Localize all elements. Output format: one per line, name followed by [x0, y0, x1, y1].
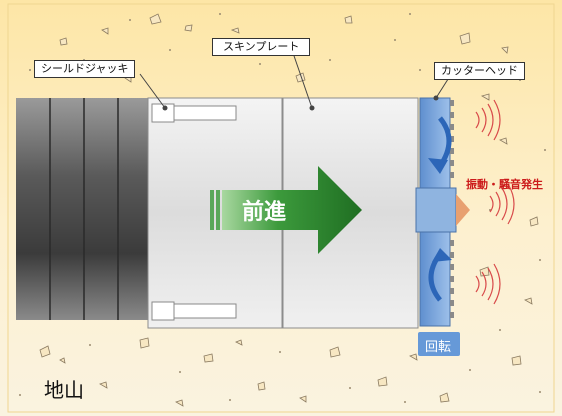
vibration-noise-label: 振動・騒音発生 [466, 178, 543, 191]
rotate-arrowhead-bottom [432, 248, 452, 262]
cutter-head-label: カッターヘッド [434, 62, 525, 80]
rotate-arrowhead-top [428, 158, 448, 174]
cutter-bits [450, 100, 454, 318]
leader-line-skin [291, 49, 313, 109]
advance-arrow [210, 166, 362, 254]
rotation-badge [418, 332, 460, 356]
center-cutter-bit [456, 194, 470, 226]
shield-jack-label: シールドジャッキ [34, 60, 136, 78]
leader-line-jack [139, 73, 166, 109]
advance-label: 前進 [242, 200, 287, 225]
leader-dot-skin [309, 105, 315, 111]
skin-plate-label: スキンプレート [212, 38, 311, 56]
rotation-label: 回転 [425, 340, 452, 355]
shield-jack-top [151, 103, 237, 123]
leader-dot-cutter [433, 95, 439, 101]
leader-dot-jack [162, 105, 168, 111]
cutter-center-hub [415, 187, 457, 233]
vibration-waves-icon [475, 99, 515, 305]
frame-border [7, 3, 555, 413]
ground-label: 地山 [44, 378, 84, 402]
gravel-dots [19, 13, 546, 403]
gravel-specks [39, 13, 539, 407]
shield-jack-bottom [151, 301, 237, 321]
